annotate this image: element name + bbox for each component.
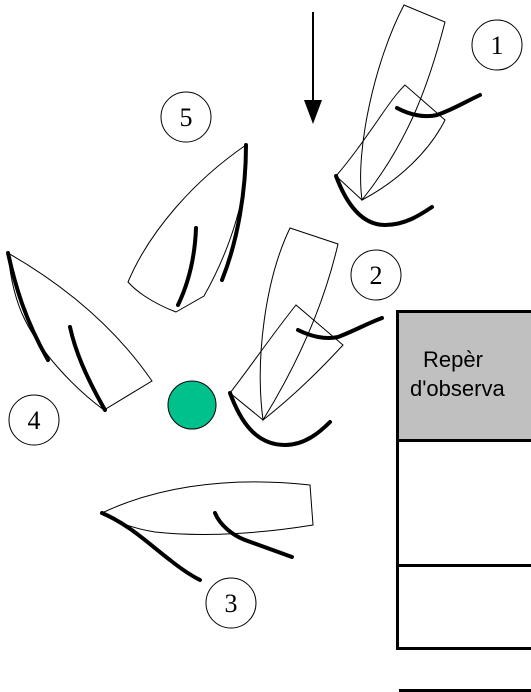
boat-1 <box>334 4 482 228</box>
wind-arrow-icon <box>304 12 322 124</box>
label-3: 3 <box>205 577 257 629</box>
label-1: 1 <box>471 19 523 71</box>
boat-4 <box>6 251 153 412</box>
svg-text:5: 5 <box>180 103 193 132</box>
header-line-2: d'observa <box>410 376 505 401</box>
green-mark-icon <box>167 380 217 430</box>
label-2: 2 <box>350 249 402 301</box>
label-4: 4 <box>8 394 60 446</box>
svg-text:3: 3 <box>225 589 238 618</box>
svg-text:1: 1 <box>491 31 504 60</box>
boat-2 <box>228 227 384 448</box>
observation-table: Repèr d'observa <box>396 310 531 692</box>
boat-5 <box>127 143 248 313</box>
header-line-1: Repèr <box>423 347 483 372</box>
sailing-diagram: 1 2 3 4 5 <box>6 4 523 629</box>
svg-text:2: 2 <box>370 261 383 290</box>
table-header: Repèr d'observa <box>399 313 531 442</box>
table-header-text: Repèr d'observa <box>399 345 531 403</box>
label-5: 5 <box>160 91 212 143</box>
boat-3 <box>100 481 314 582</box>
svg-text:4: 4 <box>28 406 41 435</box>
table-row <box>399 567 531 692</box>
table-row <box>399 442 531 567</box>
